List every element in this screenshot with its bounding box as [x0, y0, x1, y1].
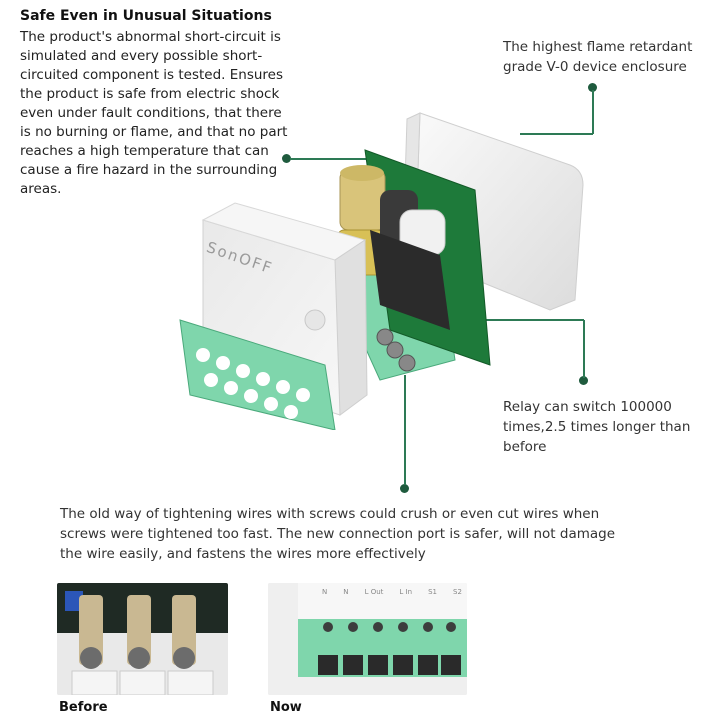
- safety-heading: Safe Even in Unusual Situations: [20, 8, 272, 24]
- before-caption: Before: [59, 700, 108, 715]
- relay-callout: Relay can switch 100000 times,2.5 times …: [503, 399, 691, 455]
- now-caption: Now: [270, 700, 302, 715]
- flame-retardant-callout: The highest flame retardant grade V-0 de…: [503, 39, 693, 75]
- enclosure-leader-line-v: [592, 90, 594, 134]
- relay-leader-line-v: [583, 320, 585, 378]
- safety-leader-dot: [282, 154, 291, 163]
- terminal-leader-dot: [400, 484, 409, 493]
- enclosure-leader-dot: [588, 83, 597, 92]
- enclosure-leader-line-h: [520, 133, 593, 135]
- wire-connection-paragraph: The old way of tightening wires with scr…: [60, 506, 616, 562]
- terminal-label: S2: [453, 588, 462, 596]
- terminal-label: L Out: [364, 588, 384, 596]
- now-photo: [268, 583, 467, 695]
- terminal-leader-line: [404, 375, 406, 485]
- relay-leader-dot: [579, 376, 588, 385]
- terminal-labels: N N L Out L In S1 S2: [322, 588, 462, 596]
- terminal-label: N: [322, 588, 328, 596]
- safety-leader-line: [290, 158, 368, 160]
- terminal-label: N: [343, 588, 349, 596]
- terminal-label: S1: [428, 588, 437, 596]
- terminal-label: L In: [399, 588, 413, 596]
- device-exploded-illustration: [179, 112, 584, 430]
- before-photo: [57, 583, 228, 695]
- relay-leader-line-h: [470, 319, 584, 321]
- safety-paragraph: The product's abnormal short-circuit is …: [20, 29, 288, 197]
